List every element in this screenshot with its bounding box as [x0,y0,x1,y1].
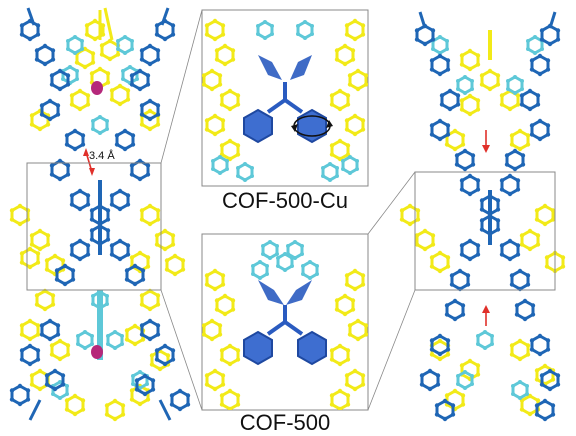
left-connector-lines [160,9,203,411]
caption-cof-500-cu: COF-500-Cu [222,188,348,213]
zoom-panel-cof-500-cu [201,9,369,187]
blue-layer-left [8,7,192,421]
zoom-panel-cof-500 [201,233,369,411]
copper-atom-top [91,81,103,95]
red-arrow-bottom [482,305,490,326]
distance-arrow [83,148,95,176]
left-highlight-frame [26,162,162,291]
yellow-layer-left [8,7,187,423]
caption-cof-500: COF-500 [239,410,331,435]
right-connector-lines [367,171,416,411]
right-cof-500-structure [398,11,567,423]
right-highlight-frame [414,171,556,291]
yellow-layer-right [398,30,567,418]
copper-atom-bottom [91,345,103,359]
distance-label: 3.4 Å [89,150,115,162]
red-arrow-top [482,130,490,153]
blue-layer-right [413,11,562,423]
left-cof-500-cu-structure [8,7,192,423]
